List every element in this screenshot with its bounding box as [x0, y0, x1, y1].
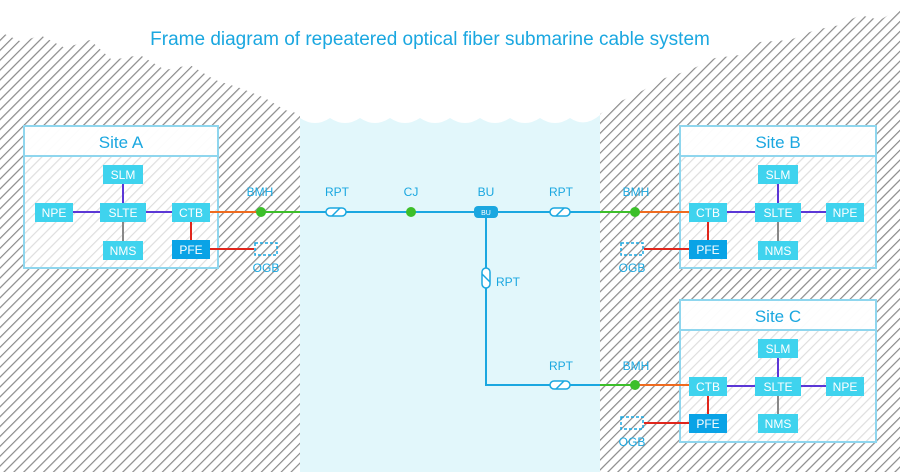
- site-a-slm-box: [103, 165, 143, 184]
- sea-surface: [300, 0, 600, 123]
- repeater-1-icon: [325, 207, 347, 217]
- site-b-ctb-box: [689, 203, 727, 222]
- site-c-ctb-box: [689, 377, 727, 396]
- site-b-npe-label: NPE: [833, 206, 858, 220]
- site-c-npe-label: NPE: [833, 380, 858, 394]
- site-c-npe-box: [826, 377, 864, 396]
- site-c: Site C SLM SLTE NPE NMS CTB PFE: [679, 299, 877, 443]
- repeater-4-icon: [549, 380, 571, 390]
- site-c-bmh-label: BMH: [623, 359, 650, 373]
- cable-joint-node: [406, 207, 416, 217]
- site-a-nms-label: NMS: [110, 244, 137, 258]
- site-c-bmh-node: [630, 380, 640, 390]
- site-b-bmh-label: BMH: [623, 185, 650, 199]
- site-a-nms-box: [103, 241, 143, 260]
- site-c-slte-label: SLTE: [763, 380, 792, 394]
- site-c-pfe-label: PFE: [696, 417, 719, 431]
- site-a-ctb-box: [172, 203, 210, 222]
- repeater-2-icon: [549, 207, 571, 217]
- site-a-title: Site A: [99, 133, 144, 152]
- site-a-header: [23, 125, 219, 157]
- site-a-pfe-box: [172, 240, 210, 259]
- site-a-slte-label: SLTE: [108, 206, 137, 220]
- site-b-ogb-label: OGB: [619, 261, 646, 275]
- site-a-npe-box: [35, 203, 73, 222]
- site-a-bmh-node: [256, 207, 266, 217]
- branching-unit-icon-text: BU: [481, 210, 491, 217]
- site-a-ogb-box: [254, 242, 278, 256]
- site-c-title: Site C: [755, 307, 801, 326]
- site-b-nms-label: NMS: [765, 244, 792, 258]
- site-b-nms-box: [758, 241, 798, 260]
- site-a-bmh-label: BMH: [247, 185, 274, 199]
- site-b-npe-box: [826, 203, 864, 222]
- site-a-slte-box: [100, 203, 146, 222]
- site-a: Site A SLM SLTE NPE NMS CTB PFE: [23, 125, 219, 269]
- site-a-slm-label: SLM: [111, 168, 136, 182]
- site-b-header: [679, 125, 877, 157]
- site-a-pfe-label: PFE: [179, 243, 202, 257]
- repeater-3-icon: [481, 267, 491, 289]
- site-b-ogb-box: [620, 242, 644, 256]
- site-b-title: Site B: [755, 133, 800, 152]
- site-c-ctb-label: CTB: [696, 380, 720, 394]
- site-b-slm-box: [758, 165, 798, 184]
- site-c-slte-box: [755, 377, 801, 396]
- repeater-2-label: RPT: [549, 185, 574, 199]
- site-c-nms-box: [758, 414, 798, 433]
- site-b-bmh-node: [630, 207, 640, 217]
- site-a-ctb-label: CTB: [179, 206, 203, 220]
- site-c-ogb-label: OGB: [619, 435, 646, 449]
- site-c-nms-label: NMS: [765, 417, 792, 431]
- site-c-slm-label: SLM: [766, 342, 791, 356]
- branching-unit-icon: [474, 206, 498, 218]
- site-c-pfe-box: [689, 414, 727, 433]
- cable-joint-label: CJ: [404, 185, 419, 199]
- site-b-slte-box: [755, 203, 801, 222]
- site-c-header: [679, 299, 877, 331]
- site-c-slm-box: [758, 339, 798, 358]
- site-c-ogb-box: [620, 416, 644, 430]
- site-a-npe-label: NPE: [42, 206, 67, 220]
- site-b-ctb-label: CTB: [696, 206, 720, 220]
- repeater-1-label: RPT: [325, 185, 350, 199]
- site-b-slte-label: SLTE: [763, 206, 792, 220]
- site-b-pfe-box: [689, 240, 727, 259]
- repeater-4-label: RPT: [549, 359, 574, 373]
- site-b-slm-label: SLM: [766, 168, 791, 182]
- site-b-pfe-label: PFE: [696, 243, 719, 257]
- repeater-3-label: RPT: [496, 275, 521, 289]
- site-a-ogb-label: OGB: [253, 261, 280, 275]
- diagram-title: Frame diagram of repeatered optical fibe…: [150, 29, 710, 50]
- site-b: Site B SLM SLTE NPE NMS CTB PFE: [679, 125, 877, 269]
- branching-unit-label: BU: [478, 185, 495, 199]
